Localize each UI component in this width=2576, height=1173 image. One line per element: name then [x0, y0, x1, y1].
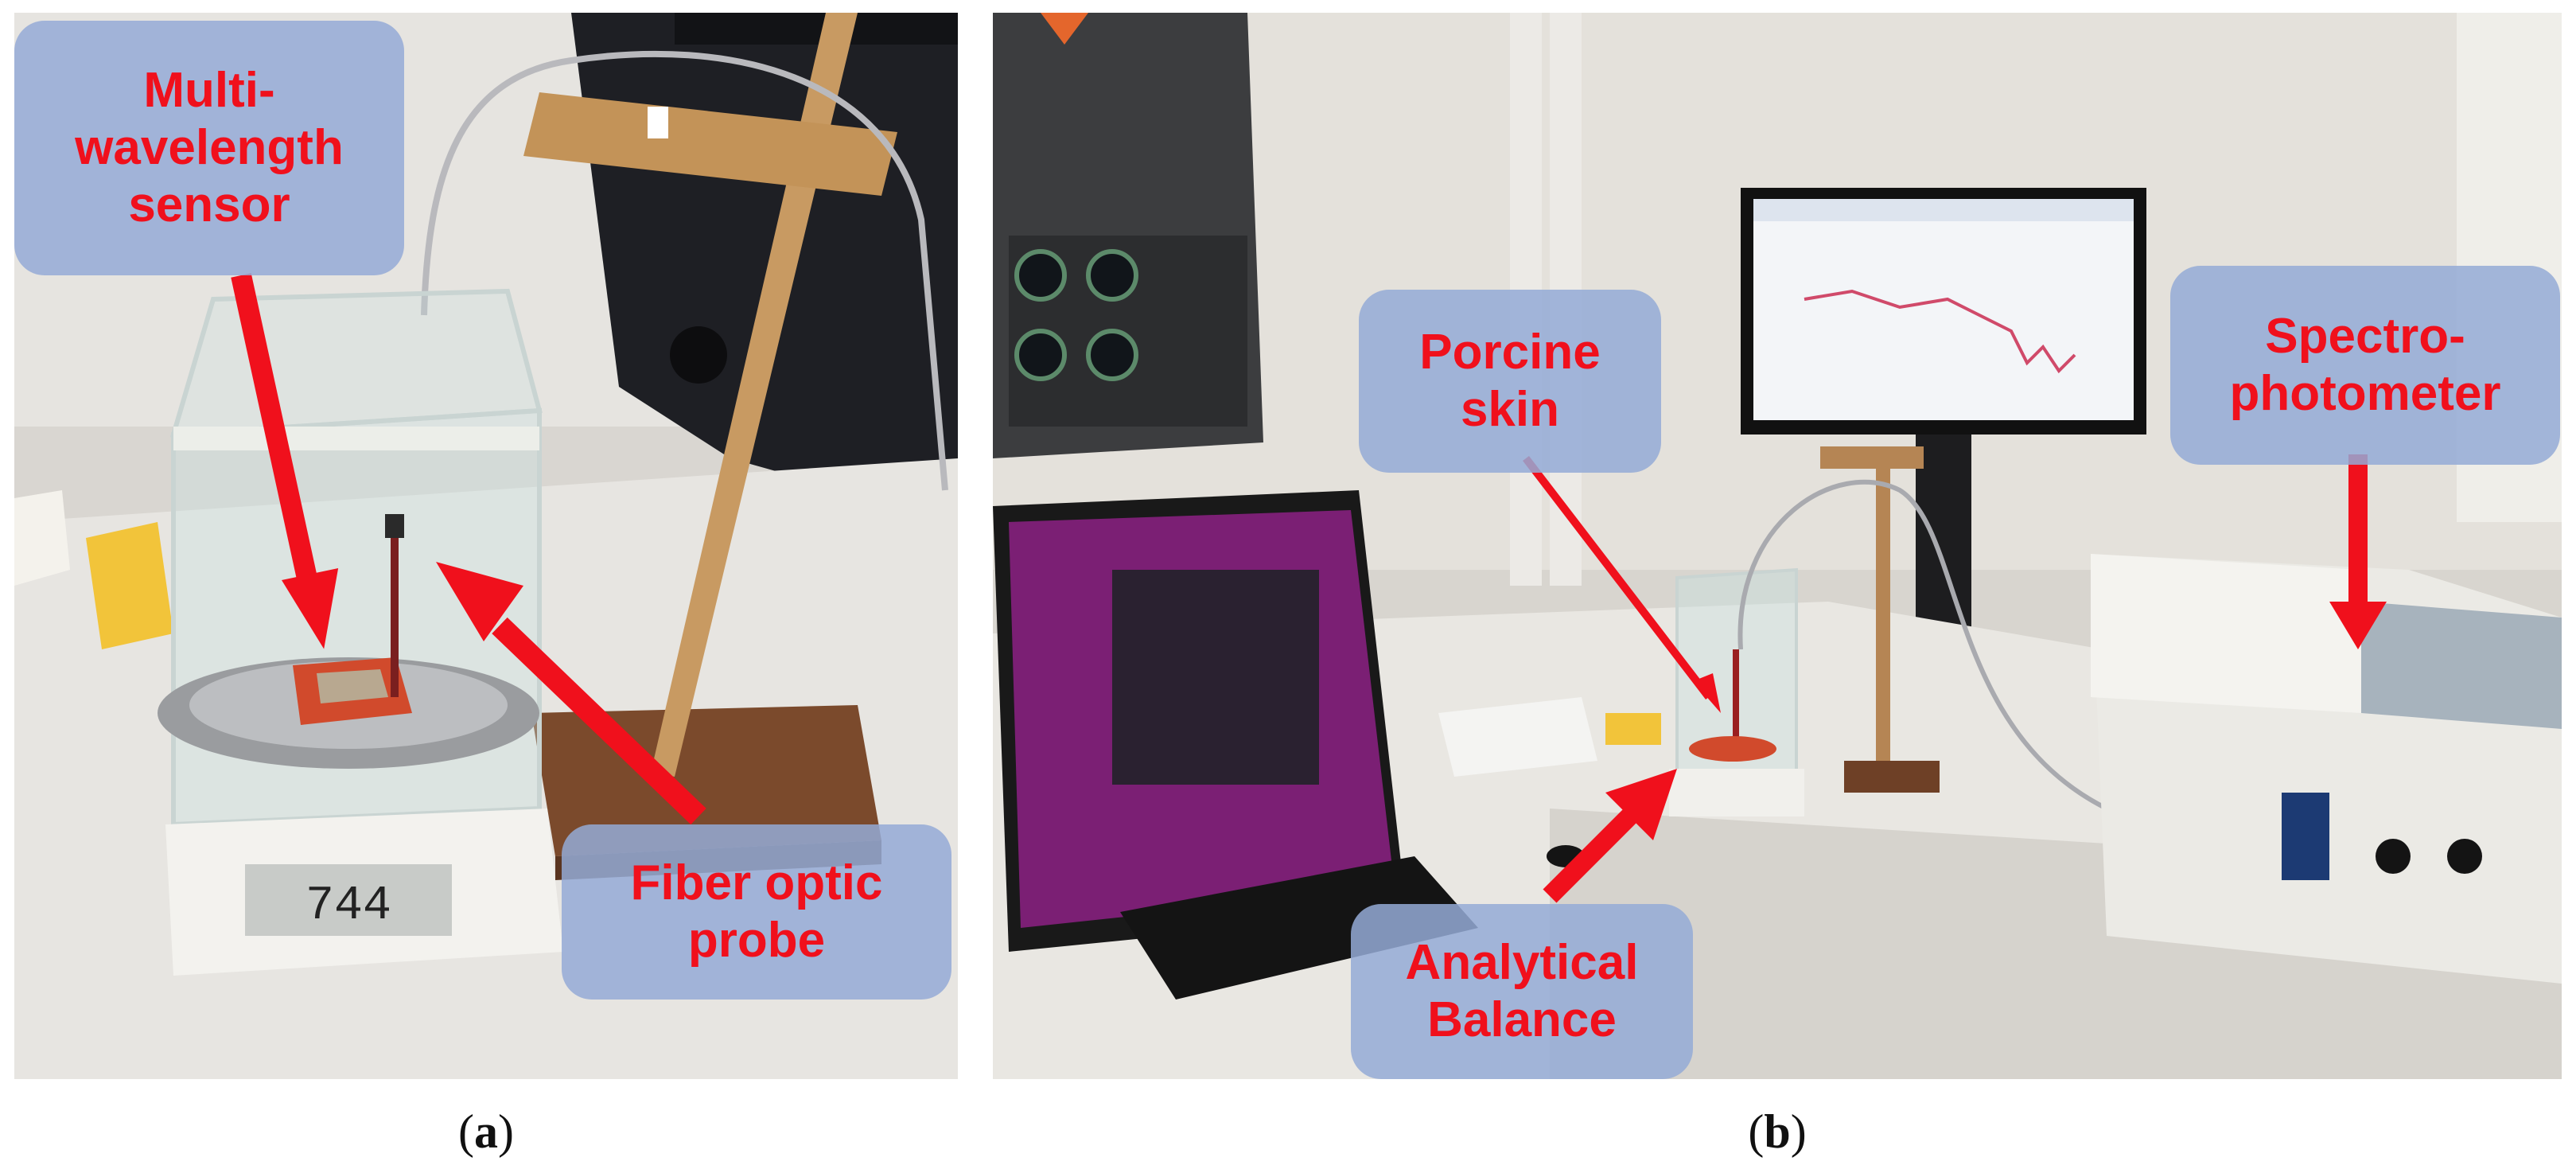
caption-b: (b): [1748, 1105, 1807, 1158]
label-spectrophotometer: Spectro- photometer: [2170, 266, 2560, 465]
label-fiber-optic-probe: Fiber optic probe: [562, 824, 951, 1000]
balance-display: 744: [305, 879, 391, 933]
panel-b-scene: [993, 13, 2562, 1079]
caption-a: (a): [458, 1105, 514, 1158]
label-multi-wavelength-sensor: Multi- wavelength sensor: [14, 21, 404, 275]
panel-a-photo: 744 Multi- wavelength sensor Fiber optic…: [14, 13, 958, 1079]
panel-b-photo: Porcine skin Spectro- photometer Analyti…: [993, 13, 2562, 1079]
label-porcine-skin: Porcine skin: [1359, 290, 1661, 473]
label-analytical-balance: Analytical Balance: [1351, 904, 1693, 1079]
